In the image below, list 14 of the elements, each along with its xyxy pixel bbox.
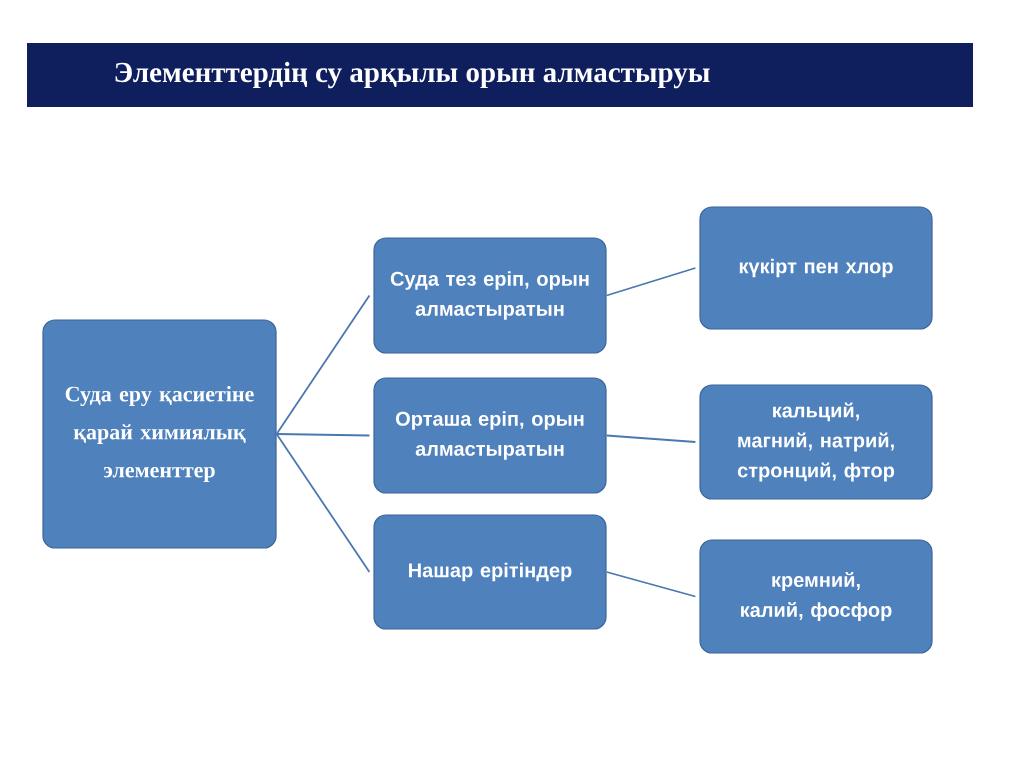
process-box: Нашар ерітіндер bbox=[373, 514, 607, 630]
process-box: кремний, калий, фосфор bbox=[699, 539, 933, 654]
connector-line bbox=[605, 267, 697, 297]
process-box: Суда еру қасиетіне қарай химиялық элементтер bbox=[42, 319, 277, 549]
connector-line bbox=[605, 434, 697, 443]
process-box: кальций, магний, натрий, стронций, фтор bbox=[699, 384, 933, 500]
connector-line bbox=[605, 571, 697, 598]
process-box: Суда тез еріп, орын алмастыратын bbox=[373, 237, 607, 354]
connector-line bbox=[275, 433, 371, 437]
title-band: Элементтердің су арқылы орын алмастыруы bbox=[27, 43, 973, 107]
connector-line bbox=[275, 294, 371, 435]
process-box: Орташа еріп, орын алмастыратын bbox=[373, 377, 607, 494]
process-box: күкірт пен хлор bbox=[699, 206, 933, 330]
connector-line bbox=[275, 433, 371, 573]
